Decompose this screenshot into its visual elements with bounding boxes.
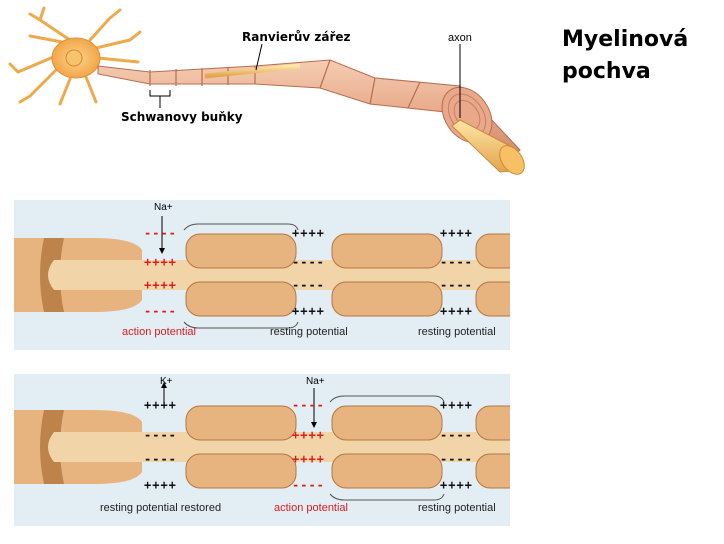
charge-node3-outer-top: ++++ xyxy=(440,226,473,240)
panel1-drawing xyxy=(14,216,510,329)
myelin-segment xyxy=(475,233,510,317)
charge-node3-inner-bottom: ---- xyxy=(440,278,473,292)
neuron-illustration xyxy=(8,6,525,175)
current-arrow xyxy=(329,493,445,501)
myelin-segment xyxy=(331,233,443,317)
panel2-drawing xyxy=(14,382,510,501)
caption-resting-potential: resting potential xyxy=(270,326,348,338)
charge-node1-outer-bottom: ++++ xyxy=(144,478,177,492)
charge-node1-outer-top: ---- xyxy=(144,226,177,240)
page-title: Myelinová pochva xyxy=(562,24,712,88)
current-arrow xyxy=(183,321,299,329)
charge-node2-inner-bottom: ++++ xyxy=(292,452,325,466)
current-arrow xyxy=(329,395,445,403)
current-arrow xyxy=(183,223,299,231)
charge-node2-outer-bottom: ---- xyxy=(292,478,325,492)
charge-node3-outer-bottom: ++++ xyxy=(440,478,473,492)
myelinated-axon xyxy=(97,59,525,175)
title-line-2: pochva xyxy=(562,59,651,84)
charge-node2-outer-top: ---- xyxy=(292,398,325,412)
charge-node1-inner-bottom: ---- xyxy=(144,452,177,466)
charge-node1-outer-bottom: ---- xyxy=(144,304,177,318)
title-line-1: Myelinová xyxy=(562,27,689,52)
charge-node1-outer-top: ++++ xyxy=(144,398,177,412)
myelin-segment xyxy=(475,405,510,489)
charge-node3-inner-top: ---- xyxy=(440,255,473,269)
caption-resting-potential-restored: resting potential restored xyxy=(100,502,222,514)
caption-action-potential: action potential xyxy=(274,502,348,514)
schwann-label: Schwanovy buňky xyxy=(121,110,243,124)
schwann-bracket xyxy=(149,90,171,97)
charge-node1-inner-top: ++++ xyxy=(144,255,177,269)
charge-node3-outer-top: ++++ xyxy=(440,398,473,412)
charge-node2-inner-bottom: ---- xyxy=(292,278,325,292)
caption-action-potential: action potential xyxy=(122,326,196,338)
charge-node2-outer-top: ++++ xyxy=(292,226,325,240)
panel-action-potential-start: Na+ ---- ++++ ++++ ---- ++++ ---- ---- +… xyxy=(14,200,510,350)
charge-node1-inner-bottom: ++++ xyxy=(144,278,177,292)
ranvier-label: Ranvierův zářez xyxy=(242,30,351,44)
axon-label: axon xyxy=(448,32,472,44)
myelin-segment xyxy=(331,405,443,489)
na-ion-label: Na+ xyxy=(154,202,173,213)
charge-node2-inner-top: ---- xyxy=(292,255,325,269)
caption-resting-potential: resting potential xyxy=(418,326,496,338)
panel-action-potential-propagated: K+ Na+ ++++ ---- ---- ++++ ---- ++++ +++… xyxy=(14,374,510,526)
charge-node1-inner-top: ---- xyxy=(144,428,177,442)
myelin-segment xyxy=(185,405,297,489)
neuron-cell-body xyxy=(8,6,142,106)
charge-node3-inner-bottom: ---- xyxy=(440,452,473,466)
ranvier-callout-line xyxy=(255,43,263,71)
myelin-segment xyxy=(185,233,297,317)
na-ion-label: Na+ xyxy=(306,376,325,387)
caption-resting-potential: resting potential xyxy=(418,502,496,514)
charge-node2-outer-bottom: ++++ xyxy=(292,304,325,318)
charge-node3-inner-top: ---- xyxy=(440,428,473,442)
charge-node2-inner-top: ++++ xyxy=(292,428,325,442)
charge-node3-outer-bottom: ++++ xyxy=(440,304,473,318)
k-ion-label: K+ xyxy=(160,376,173,387)
